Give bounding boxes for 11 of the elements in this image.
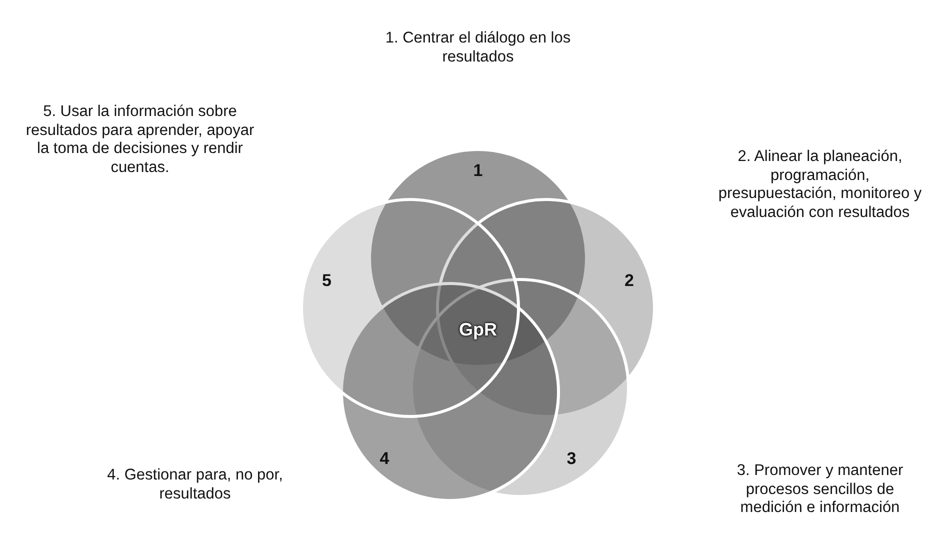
principle-description: 4. Gestionar para, no por, resultados xyxy=(106,466,284,504)
principle-description: 2. Alinear la planeación, programación, presupuestación, monitoreo y evaluación con resultados xyxy=(717,148,923,222)
principle-description: 1. Centrar el diálogo en los resultados xyxy=(384,29,572,67)
principle-description: 5. Usar la información sobre resultados para aprender, apoyar la toma de decisiones y rendir cuentas. xyxy=(25,102,255,178)
circle-number: 5 xyxy=(322,270,332,291)
center-label: GpR xyxy=(459,320,497,340)
circle-number: 1 xyxy=(473,161,483,181)
principle-description: 3. Promover y mantener procesos sencillos de medición e información xyxy=(736,462,904,518)
circle-number: 4 xyxy=(380,448,390,469)
circle-number: 2 xyxy=(624,270,634,291)
circle-number: 3 xyxy=(566,448,576,469)
